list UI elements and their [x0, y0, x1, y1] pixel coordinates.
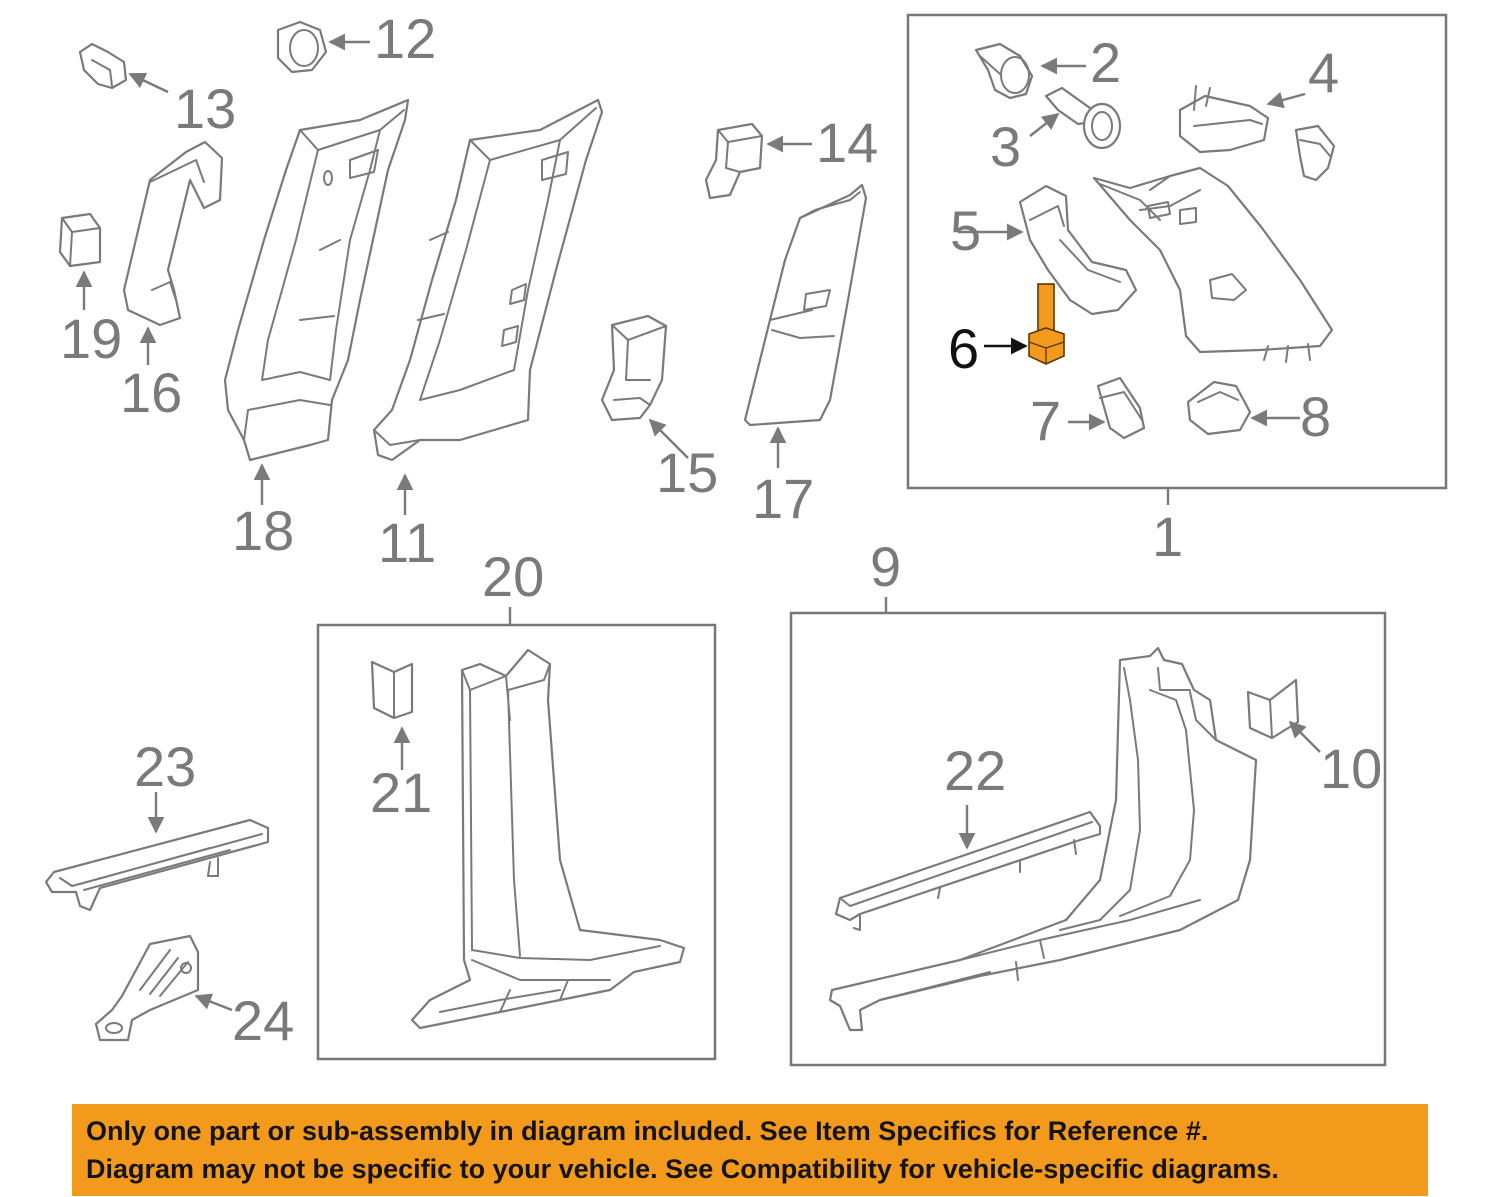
part-12-clip[interactable] [276, 20, 328, 74]
callout-5: 5 [950, 199, 981, 262]
parts-diagram: 1 2 3 4 5 6 7 8 9 10 11 12 13 14 15 16 1… [44, 7, 1448, 1067]
part-7-pad[interactable] [1096, 376, 1146, 440]
part-18-pillar-trim[interactable] [223, 98, 410, 462]
assembly-1-frame [906, 13, 1448, 490]
assembly-20-frame [316, 623, 717, 1061]
callout-4: 4 [1308, 41, 1339, 104]
callout-9: 9 [870, 535, 901, 598]
callout-11: 11 [378, 511, 436, 574]
part-1-trim-panel[interactable] [1092, 166, 1334, 363]
part-24-bracket[interactable] [94, 934, 200, 1042]
part-4-small-clip[interactable] [1294, 124, 1336, 182]
part-23-sill-plate[interactable] [44, 818, 270, 912]
callout-8: 8 [1300, 385, 1331, 448]
callout-18: 18 [232, 499, 294, 562]
callout-10: 10 [1320, 737, 1382, 800]
callout-19: 19 [60, 307, 122, 370]
part-9-rocker-trim[interactable] [828, 646, 1258, 1032]
callout-12: 12 [374, 7, 436, 70]
part-13-clip[interactable] [78, 42, 128, 90]
part-22-sill-strip[interactable] [834, 810, 1102, 931]
callout-22: 22 [944, 739, 1006, 802]
callout-2: 2 [1090, 31, 1121, 94]
part-5-handle[interactable] [1018, 184, 1138, 316]
callout-13: 13 [174, 77, 236, 140]
part-6-bolt[interactable] [1028, 283, 1065, 365]
callout-24: 24 [232, 989, 294, 1052]
assembly-9-frame [789, 611, 1387, 1067]
callout-3: 3 [990, 115, 1021, 178]
callout-14: 14 [816, 111, 878, 174]
callout-21: 21 [370, 761, 432, 824]
part-16-grab-handle[interactable] [122, 140, 224, 327]
part-20-pillar-lower[interactable] [410, 648, 686, 1030]
part-10-clip[interactable] [1246, 678, 1300, 740]
callout-23: 23 [134, 735, 196, 798]
notice-line-1: Only one part or sub-assembly in diagram… [86, 1116, 1209, 1146]
callout-20: 20 [482, 545, 544, 608]
part-19-pad[interactable] [58, 212, 102, 268]
callout-15: 15 [656, 441, 718, 504]
notice-line-2: Diagram may not be specific to your vehi… [86, 1154, 1279, 1184]
part-14-clip[interactable] [704, 122, 764, 200]
callout-6: 6 [948, 317, 979, 380]
notice-banner: Only one part or sub-assembly in diagram… [72, 1104, 1428, 1196]
part-17-trim-panel[interactable] [743, 183, 868, 427]
callout-16: 16 [120, 361, 182, 424]
part-8-cover[interactable] [1186, 380, 1252, 436]
part-21-clip[interactable] [370, 660, 414, 720]
callout-7: 7 [1030, 389, 1061, 452]
part-4-housing[interactable] [1178, 85, 1270, 154]
part-3-push-pin[interactable] [1044, 86, 1122, 150]
part-11-pillar-trim[interactable] [372, 98, 604, 462]
part-2-clip[interactable] [974, 42, 1034, 100]
part-15-bracket[interactable] [600, 314, 668, 422]
callout-17: 17 [752, 467, 814, 530]
callout-1: 1 [1152, 505, 1183, 568]
